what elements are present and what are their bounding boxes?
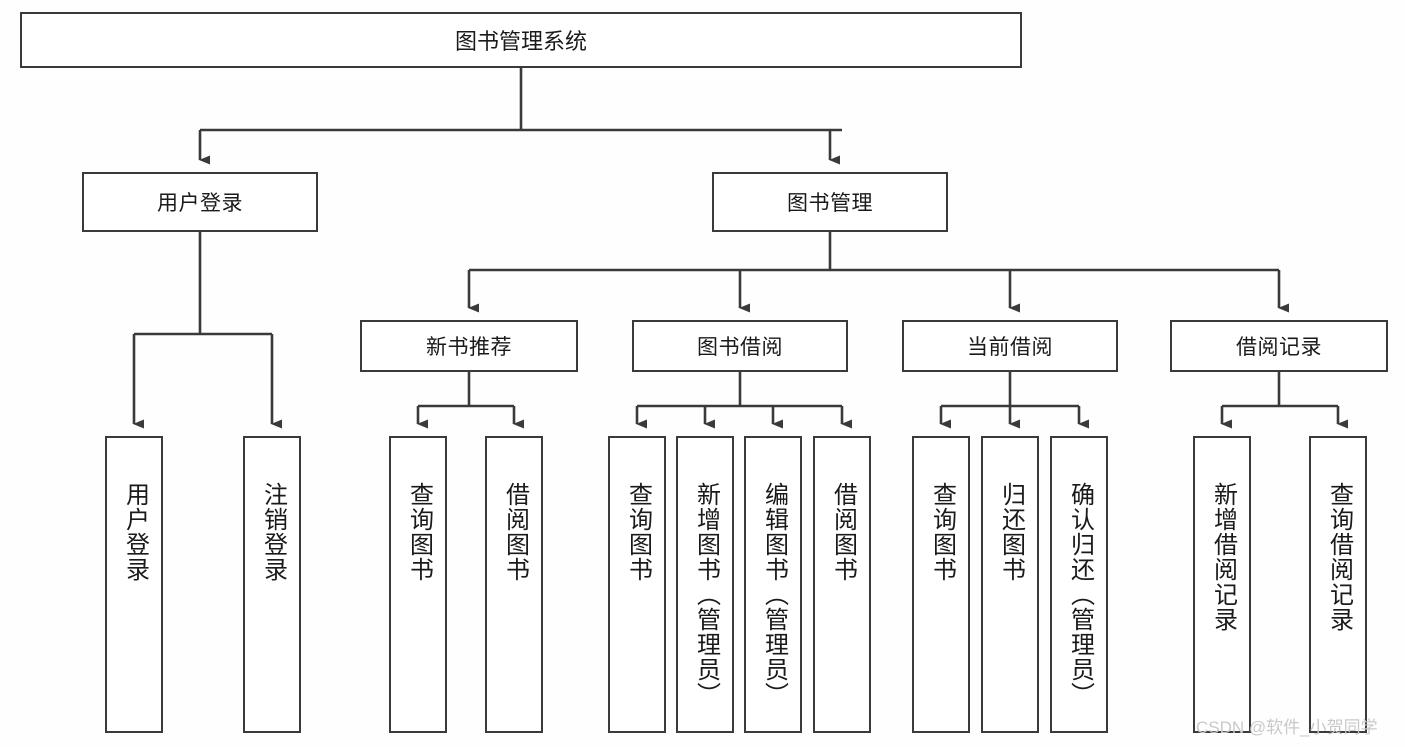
node-label: 归还图书: [997, 482, 1025, 582]
node-label: 图书管理: [787, 192, 873, 215]
leaf-borrow-book[interactable]: 借阅图书: [813, 436, 871, 733]
node-book-borrow[interactable]: 图书借阅: [632, 320, 848, 372]
node-user-login[interactable]: 用户登录: [82, 172, 318, 232]
node-book-management[interactable]: 图书管理: [712, 172, 948, 232]
watermark: CSDN @软件_小贺同学: [1196, 718, 1378, 737]
node-label: 查询图书: [405, 482, 433, 582]
node-label: 查询图书: [928, 482, 956, 582]
leaf-confirm-return-admin[interactable]: 确认归还（管理员）: [1050, 436, 1108, 733]
node-label: 新增图书（管理员）: [692, 482, 720, 707]
node-label: 新书推荐: [426, 336, 512, 359]
node-label: 借阅图书: [829, 482, 857, 582]
node-label: 编辑图书（管理员）: [760, 482, 788, 707]
node-label: 用户登录: [121, 482, 149, 582]
node-label: 查询图书: [624, 482, 652, 582]
node-label: 当前借阅: [967, 336, 1053, 359]
node-label: 借阅记录: [1236, 336, 1322, 359]
node-label: 图书借阅: [697, 336, 783, 359]
node-label: 查询借阅记录: [1325, 482, 1353, 632]
leaf-query-borrow-record[interactable]: 查询借阅记录: [1309, 436, 1367, 733]
node-borrow-record[interactable]: 借阅记录: [1170, 320, 1388, 372]
node-new-book-recommend[interactable]: 新书推荐: [360, 320, 578, 372]
node-label: 借阅图书: [501, 482, 529, 582]
leaf-borrow-book-recommend[interactable]: 借阅图书: [485, 436, 543, 733]
node-label: 确认归还（管理员）: [1066, 482, 1094, 707]
leaf-logout[interactable]: 注销登录: [243, 436, 301, 733]
node-root-book-management-system[interactable]: 图书管理系统: [20, 12, 1022, 68]
node-label: 图书管理系统: [454, 29, 587, 54]
leaf-query-book-borrow[interactable]: 查询图书: [608, 436, 666, 733]
leaf-query-book-recommend[interactable]: 查询图书: [389, 436, 447, 733]
node-label: 新增借阅记录: [1209, 482, 1237, 632]
leaf-add-borrow-record[interactable]: 新增借阅记录: [1193, 436, 1251, 733]
leaf-query-book-current[interactable]: 查询图书: [912, 436, 970, 733]
leaf-edit-book-admin[interactable]: 编辑图书（管理员）: [744, 436, 802, 733]
leaf-add-book-admin[interactable]: 新增图书（管理员）: [676, 436, 734, 733]
leaf-return-book[interactable]: 归还图书: [981, 436, 1039, 733]
node-label: 用户登录: [157, 192, 243, 215]
leaf-user-login[interactable]: 用户登录: [105, 436, 163, 733]
node-current-borrow[interactable]: 当前借阅: [902, 320, 1118, 372]
node-label: 注销登录: [259, 482, 287, 582]
